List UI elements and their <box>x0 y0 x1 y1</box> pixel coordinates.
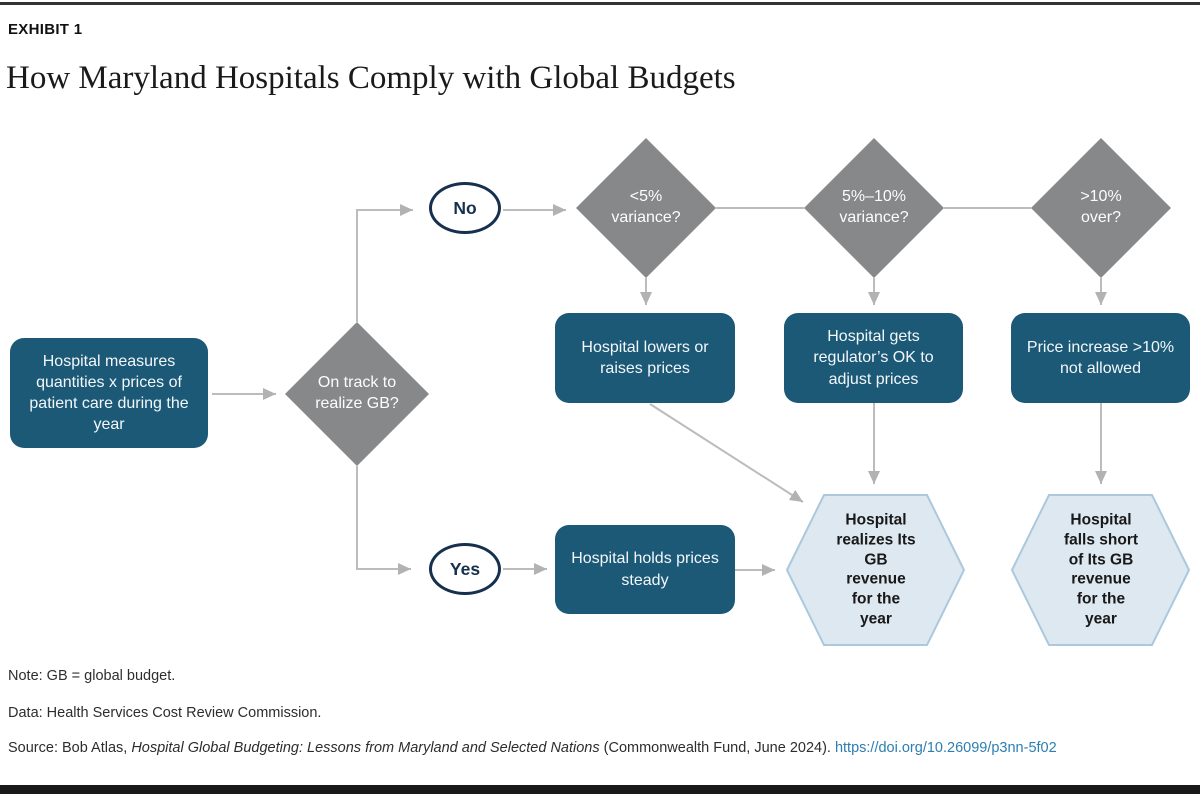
outcome-line: revenue <box>846 571 906 588</box>
decision-5to10-label: 5%–10% variance? <box>839 188 909 226</box>
note-text: Note: GB = global budget. <box>8 668 176 684</box>
start-box: Hospital measures quantities x prices of… <box>10 338 208 448</box>
outcome-line: of Its GB <box>1068 551 1134 569</box>
connector-arrows <box>212 204 1107 576</box>
action-box-lowers: Hospital lowers or raises prices <box>555 313 735 403</box>
source-prefix: Source: Bob Atlas, <box>8 740 132 756</box>
action-price-increase-label: Price increase >10% not allowed <box>1026 338 1175 377</box>
top-divider <box>0 2 1200 5</box>
page-title: How Maryland Hospitals Comply with Globa… <box>6 60 736 96</box>
outcome-line: Hospital <box>845 511 907 529</box>
outcome-line: year <box>860 610 892 628</box>
outcome-realizes-label: Hospital realizes Its GB revenue for the… <box>819 511 933 630</box>
action-regulator-label: Hospital gets regulator’s OK to adjust p… <box>813 328 934 388</box>
bottom-divider <box>0 785 1200 794</box>
outcome-falls-short-label: Hospital falls short of Its GB revenue f… <box>1044 511 1158 630</box>
outcome-line: for the <box>851 590 901 608</box>
outcome-line: revenue <box>1071 571 1131 588</box>
outcome-line: for the <box>1076 590 1126 608</box>
action-box-holds: Hospital holds prices steady <box>555 525 735 614</box>
connector-root-to-yes <box>356 466 411 575</box>
action-box-regulator: Hospital gets regulator’s OK to adjust p… <box>784 313 963 403</box>
outcome-hexagons <box>785 494 1191 646</box>
source-title: Hospital Global Budgeting: Lessons from … <box>131 740 600 756</box>
outcome-hexagon-falls-short <box>1010 494 1191 646</box>
outcome-line: year <box>1085 610 1117 628</box>
outcome-line: realizes Its <box>836 531 916 549</box>
action-box-price-increase: Price increase >10% not allowed <box>1011 313 1190 403</box>
action-lowers-label: Hospital lowers or raises prices <box>581 338 709 377</box>
branch-no-label: No <box>453 197 477 218</box>
exhibit-label: EXHIBIT 1 <box>8 21 83 38</box>
source-text: Source: Bob Atlas, Hospital Global Budge… <box>8 740 1057 756</box>
start-box-label: Hospital measures quantities x prices of… <box>29 352 189 434</box>
decision-diamond-5to10 <box>804 138 944 278</box>
branch-oval-yes: Yes <box>429 543 501 595</box>
decision-diamond-under5 <box>576 138 716 278</box>
decision-over10-label: >10% over? <box>1080 188 1122 226</box>
doi-link[interactable]: https://doi.org/10.26099/p3nn-5f02 <box>834 740 1057 756</box>
action-holds-label: Hospital holds prices steady <box>571 550 719 589</box>
branch-yes-label: Yes <box>449 558 481 579</box>
decision-diamond-over10 <box>1031 138 1171 278</box>
source-suffix: (Commonwealth Fund, June 2024). <box>599 740 835 756</box>
decision-under5-label: <5% variance? <box>611 188 681 226</box>
outcome-line: GB <box>864 551 888 569</box>
connector-root-to-no <box>356 204 413 322</box>
data-text: Data: Health Services Cost Review Commis… <box>8 705 322 721</box>
outcome-hexagon-realizes <box>785 494 966 646</box>
outcome-line: Hospital <box>1070 511 1132 529</box>
decision-diamonds <box>285 138 1171 466</box>
decision-root-label: On track to realize GB? <box>315 374 399 412</box>
decision-diamond-root <box>285 322 429 466</box>
branch-oval-no: No <box>429 182 501 234</box>
outcome-line: falls short <box>1063 531 1139 549</box>
connector-lowers-to-outcome1 <box>649 403 804 503</box>
